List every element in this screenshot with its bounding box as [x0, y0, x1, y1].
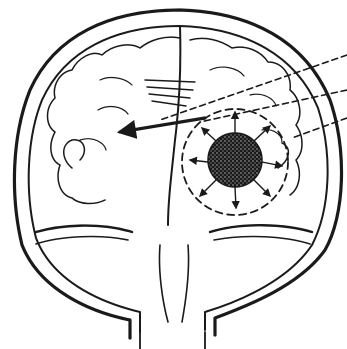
gyrus-inner-1 — [80, 78, 132, 150]
tentorium — [36, 225, 312, 232]
brainstem-exit — [140, 332, 205, 349]
falx-lower — [159, 245, 188, 322]
skull-outline — [14, 10, 341, 338]
gyrus-inner-2 — [210, 67, 282, 142]
falx — [168, 26, 180, 225]
midline-shift-arrow — [120, 118, 205, 132]
subfalcine-bands — [145, 80, 195, 106]
sylvian-fissure-left — [64, 140, 85, 168]
incoming-dashed-lines — [160, 55, 347, 138]
brain-cortex — [48, 37, 181, 203]
tentorium-edge — [36, 237, 310, 244]
